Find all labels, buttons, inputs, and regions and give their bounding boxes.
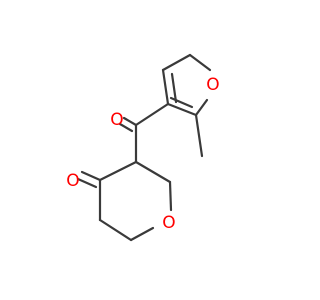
oxygen-label-ketone: O [66, 171, 79, 191]
oxygen-label-furan: O [206, 75, 219, 95]
bond-c4-o-double-a [80, 170, 102, 182]
bond-furan-c4-c5 [161, 53, 192, 72]
bond-c2-c3 [134, 160, 172, 184]
bond-c4-o-double-b [76, 177, 98, 189]
bond-furan-c2-methyl [194, 113, 204, 158]
bond-group [76, 53, 212, 242]
bond-c6-o1 [129, 226, 155, 242]
bond-furan-c5-o [188, 53, 212, 72]
bond-c5-c6 [98, 218, 133, 242]
bond-furan-c2-c3 [166, 102, 198, 117]
oxygen-label-carbonyl: O [110, 110, 123, 130]
molecule-diagram: O O O O [66, 53, 220, 242]
bond-o1-c2 [168, 180, 173, 212]
oxygen-label-pyran: O [162, 213, 175, 233]
bond-furan-o-c2 [194, 98, 209, 117]
bond-carbonyl-o-double-b [118, 122, 134, 133]
bond-furan-c2-c3-inner [169, 96, 194, 109]
bond-c3-c4 [98, 160, 138, 182]
bond-furan-c3-c4-inner [170, 72, 178, 104]
bond-carbonyl-o-double-a [122, 116, 138, 127]
bond-furan-c3-c4 [161, 68, 170, 106]
structure-canvas: O O O O [66, 53, 220, 242]
bond-carbonyl-furan [134, 102, 170, 127]
